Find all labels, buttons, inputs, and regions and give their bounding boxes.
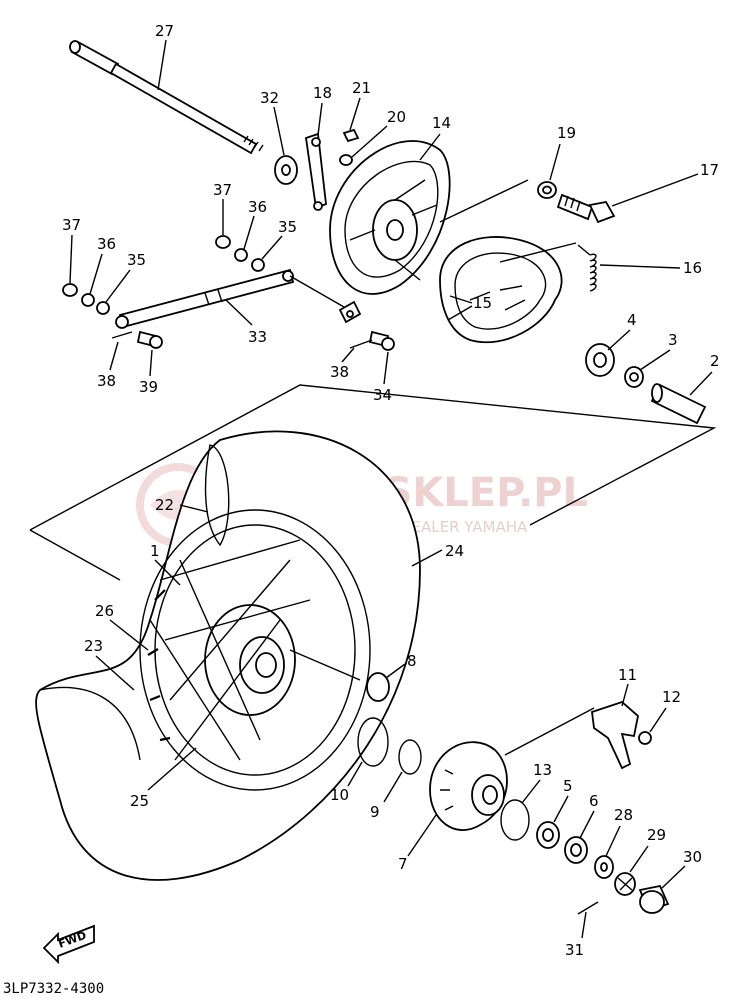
caliper-bracket-part (591, 700, 652, 770)
callout-6: 6 (589, 792, 599, 810)
callout-8: 8 (407, 652, 417, 670)
hub-axis-line (289, 649, 361, 681)
bolt-nut-part (339, 128, 360, 166)
callout-35-upper: 35 (278, 218, 297, 236)
callout-18: 18 (313, 84, 332, 102)
callout-17: 17 (700, 161, 719, 179)
callout-12: 12 (662, 688, 681, 706)
callout-23: 23 (84, 637, 103, 655)
callout-36-upper: 36 (248, 198, 267, 216)
callout-27: 27 (155, 22, 174, 40)
callout-26: 26 (95, 602, 114, 620)
callout-20: 20 (387, 108, 406, 126)
drum-leader-lines (289, 179, 577, 308)
bolt-pin-left-part (111, 330, 163, 349)
washer-part (274, 155, 298, 185)
callout-32: 32 (260, 89, 279, 107)
callout-28: 28 (614, 806, 633, 824)
o-rings-part (357, 717, 422, 775)
callout-4: 4 (627, 311, 637, 329)
callout-31: 31 (565, 941, 584, 959)
callout-1: 1 (150, 542, 160, 560)
callout-15: 15 (473, 294, 492, 312)
drive-hub-part (429, 741, 508, 831)
callout-14: 14 (432, 114, 451, 132)
callout-labels: 27 32 18 21 20 14 19 17 37 36 35 37 36 3… (62, 22, 720, 959)
brake-shoe-plate-part (329, 140, 451, 324)
nuts-upper-part (215, 235, 265, 272)
tension-bar-part (305, 132, 327, 211)
callout-25: 25 (130, 792, 149, 810)
callout-9: 9 (370, 803, 380, 821)
rear-axle-part (69, 40, 264, 155)
collar-part (366, 672, 390, 702)
bracket-leader-line (504, 707, 595, 756)
callout-13: 13 (533, 761, 552, 779)
callout-11: 11 (618, 666, 637, 684)
callout-7: 7 (398, 855, 408, 873)
callout-37-left: 37 (62, 216, 81, 234)
torque-rod-part (115, 268, 295, 329)
callout-2: 2 (710, 352, 720, 370)
bolt-pin-right-part (349, 330, 395, 351)
cam-shaft-part (556, 193, 616, 224)
callout-24: 24 (445, 542, 464, 560)
nuts-left-part (62, 283, 110, 315)
callout-22: 22 (155, 496, 174, 514)
brake-shoes-part (439, 236, 563, 344)
callout-19: 19 (557, 124, 576, 142)
callout-37-upper: 37 (213, 181, 232, 199)
callout-29: 29 (647, 826, 666, 844)
callout-34: 34 (373, 386, 392, 404)
callout-10: 10 (330, 786, 349, 804)
callout-38-left: 38 (97, 372, 116, 390)
diagram-code: 3LP7332-4300 (3, 981, 104, 997)
callout-30: 30 (683, 848, 702, 866)
callout-5: 5 (563, 777, 573, 795)
callout-35-left: 35 (127, 251, 146, 269)
callout-38-right: 38 (330, 363, 349, 381)
fwd-arrow-icon: FWD (42, 924, 95, 965)
bearing-spacer-collar-part (585, 343, 707, 425)
callout-36-left: 36 (97, 235, 116, 253)
bearings-nut-cap-part (536, 821, 670, 915)
hub-o-ring-part (500, 799, 530, 841)
assembly-frame-lines (29, 384, 717, 581)
callout-16: 16 (683, 259, 702, 277)
seal-part (537, 181, 557, 199)
callout-3: 3 (668, 331, 678, 349)
callout-33: 33 (248, 328, 267, 346)
spring-part (577, 244, 597, 292)
callout-39: 39 (139, 378, 158, 396)
callout-21: 21 (352, 79, 371, 97)
rear-wheel-tire-part (35, 430, 421, 881)
